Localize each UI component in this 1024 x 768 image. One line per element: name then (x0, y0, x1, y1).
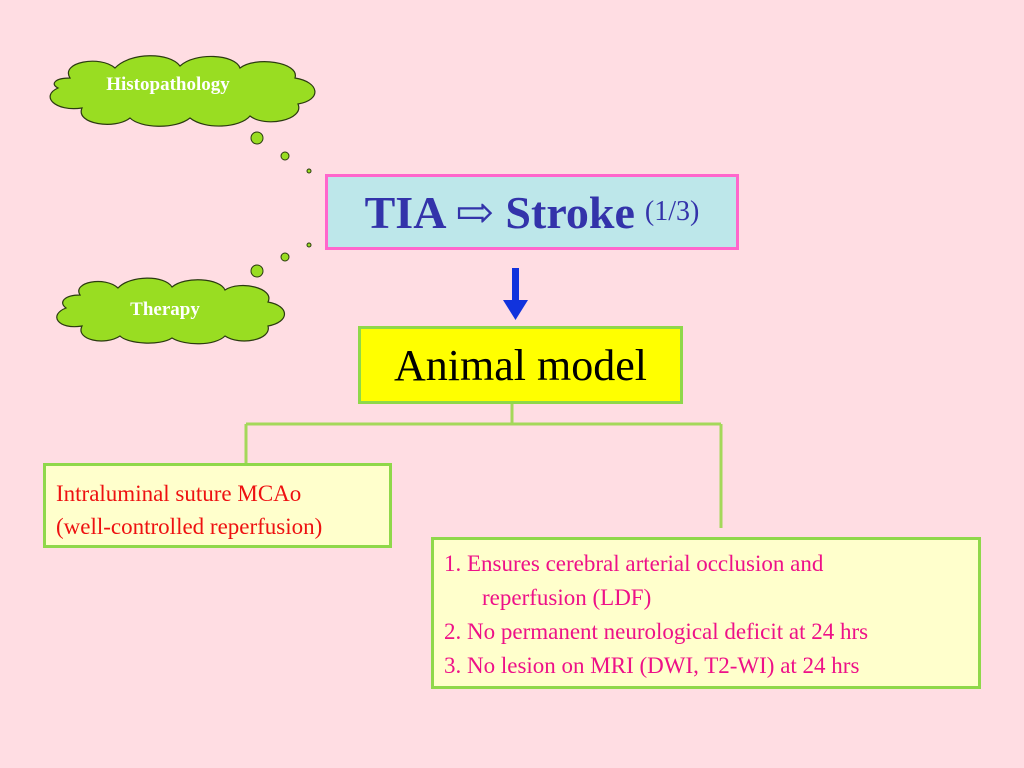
animal-model-box: Animal model (358, 326, 683, 404)
title-sub: (1/3) (644, 196, 700, 227)
down-arrow-head (503, 300, 528, 320)
bubble-bottom-medium (280, 252, 290, 262)
criteria-line-2: 2. No permanent neurological deficit at … (444, 619, 869, 644)
criteria-line-3: 3. No lesion on MRI (DWI, T2-WI) at 24 h… (444, 653, 860, 678)
criteria-box: 1. Ensures cerebral arterial occlusion a… (431, 537, 981, 689)
cloud-therapy (56, 277, 286, 345)
method-line-1: Intraluminal suture MCAo (56, 481, 302, 506)
cloud-therapy-shape (56, 277, 286, 345)
bubble-top-large (250, 131, 264, 145)
method-box: Intraluminal suture MCAo (well-controlle… (43, 463, 392, 548)
cloud-histopathology-label: Histopathology (106, 74, 230, 95)
cloud-therapy-label: Therapy (130, 299, 200, 320)
animal-model-label: Animal model (394, 340, 647, 390)
cloud-histopathology (49, 55, 316, 127)
thought-bubbles (250, 131, 312, 278)
bubble-top-small (306, 168, 312, 174)
bubble-top-medium (280, 151, 290, 161)
bubble-bottom-large (250, 264, 264, 278)
criteria-line-1-continued: reperfusion (LDF) (482, 585, 652, 610)
title-box: TIA ⇨ Stroke (1/3) (325, 174, 739, 250)
title-main: TIA ⇨ Stroke (364, 187, 635, 238)
cloud-histopathology-shape (49, 55, 316, 127)
tree-connector (244, 404, 723, 528)
down-arrow-shaft (512, 268, 519, 302)
criteria-line-1: 1. Ensures cerebral arterial occlusion a… (444, 551, 824, 576)
down-arrow (503, 268, 528, 320)
bubble-bottom-small (306, 242, 312, 248)
method-line-2: (well-controlled reperfusion) (56, 514, 323, 539)
